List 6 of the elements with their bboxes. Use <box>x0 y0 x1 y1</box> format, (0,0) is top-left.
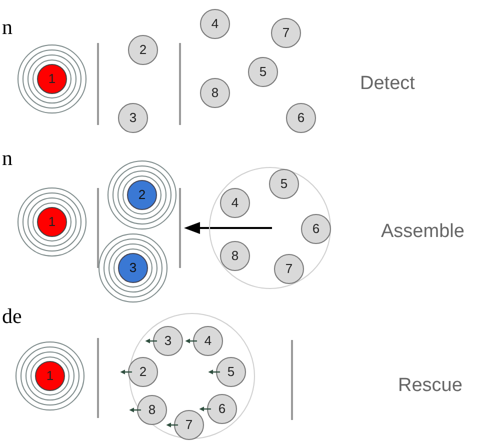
stage-label: Detect <box>360 72 415 96</box>
stage-label: Rescue <box>398 374 462 398</box>
stage-label: Assemble <box>381 220 464 244</box>
text-fragment: de <box>2 303 22 330</box>
text-fragment: n <box>2 14 12 41</box>
text-fragment: n <box>2 145 12 172</box>
